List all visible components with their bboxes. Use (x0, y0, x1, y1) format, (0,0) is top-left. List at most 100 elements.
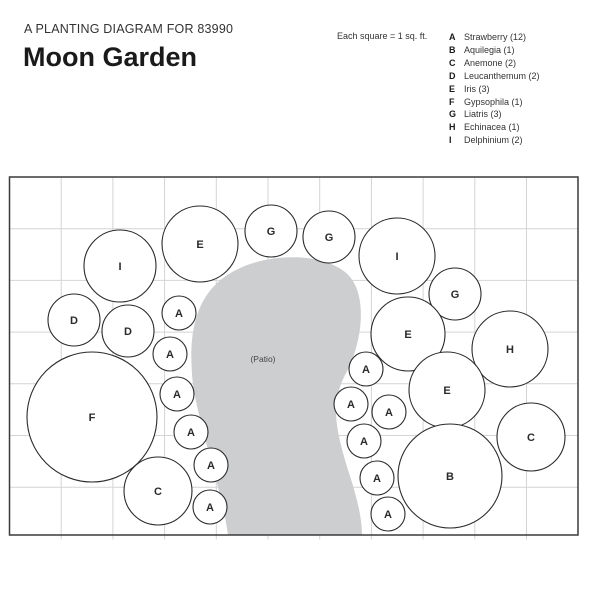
plant-circle (348, 351, 384, 387)
plant-a: A (152, 336, 188, 372)
plant-circle (244, 204, 298, 258)
plant-circle (397, 423, 503, 529)
plant-label: C (154, 486, 162, 498)
plant-circle (83, 229, 157, 303)
plant-label: F (89, 412, 96, 424)
plant-circle (471, 310, 549, 388)
plant-label: A (166, 349, 174, 361)
plant-label: C (527, 432, 535, 444)
legend-key: F (449, 96, 455, 107)
plant-circle (346, 423, 382, 459)
plant-label: A (207, 460, 215, 472)
plant-label: G (451, 289, 460, 301)
plant-circle (161, 205, 239, 283)
plant-a: A (173, 414, 209, 450)
plant-circle (192, 489, 228, 525)
plant-label: D (124, 326, 132, 338)
plant-e: E (161, 205, 239, 283)
plant-label: A (385, 407, 393, 419)
plant-i: I (83, 229, 157, 303)
legend-key: I (449, 135, 452, 146)
legend-item: C Anemone (2) (449, 57, 540, 70)
plant-i: I (358, 217, 436, 295)
plant-circle (370, 296, 446, 372)
plant-a: A (193, 447, 229, 483)
plant-label: A (206, 502, 214, 514)
plant-label: A (173, 389, 181, 401)
legend-item: G Liatris (3) (449, 108, 540, 121)
legend-label: Aquilegia (1) (464, 44, 515, 55)
plant-a: A (359, 460, 395, 496)
plant-label: A (373, 473, 381, 485)
legend-key: E (449, 83, 456, 94)
legend-label: Iris (3) (464, 83, 490, 94)
plant-circle (358, 217, 436, 295)
legend-label: Leucanthemum (2) (464, 70, 540, 81)
plant-a: A (370, 496, 406, 532)
plant-g: G (244, 204, 298, 258)
plant-circle (161, 295, 197, 331)
legend-item: E Iris (3) (449, 83, 540, 96)
diagram-subtitle: A PLANTING DIAGRAM FOR 83990 (24, 22, 234, 36)
patio-area (191, 257, 362, 535)
plant-circle (333, 386, 369, 422)
plant-label: A (347, 399, 355, 411)
plant-e: E (408, 351, 486, 429)
legend-item: A Strawberry (12) (449, 31, 540, 44)
legend-key: D (449, 70, 456, 81)
plant-label: B (446, 471, 454, 483)
plant-a: A (161, 295, 197, 331)
plant-circle (428, 267, 482, 321)
plant-a: A (192, 489, 228, 525)
legend-item: D Leucanthemum (2) (449, 70, 540, 83)
legend-item: F Gypsophila (1) (449, 96, 540, 109)
plant-d: D (47, 293, 101, 347)
plant-label: A (362, 364, 370, 376)
plant-a: A (346, 423, 382, 459)
plant-circle (101, 304, 155, 358)
plant-circle (123, 456, 193, 526)
plant-circle (302, 210, 356, 264)
plant-label: A (384, 509, 392, 521)
plant-a: A (348, 351, 384, 387)
plant-label: D (70, 315, 78, 327)
patio-label: (Patio) (250, 354, 275, 364)
page-title: Moon Garden (23, 42, 197, 72)
plant-circle (370, 496, 406, 532)
plant-circle (359, 460, 395, 496)
scale-note: Each square = 1 sq. ft. (337, 31, 428, 41)
legend-label: Delphinium (2) (464, 135, 523, 146)
garden-frame (8, 176, 579, 536)
plant-label: I (118, 261, 121, 273)
legend-label: Gypsophila (1) (464, 96, 523, 107)
plant-circle (152, 336, 188, 372)
plant-legend: A Strawberry (12) B Aquilegia (1) C Anemone (… (449, 31, 540, 147)
plant-c: C (496, 402, 566, 472)
plant-label: I (395, 251, 398, 263)
plant-f: F (26, 351, 158, 483)
plant-g: G (428, 267, 482, 321)
legend-key: B (449, 44, 456, 55)
plant-circle (47, 293, 101, 347)
legend-label: Liatris (3) (464, 109, 502, 120)
plant-label: A (187, 427, 195, 439)
plant-label: A (360, 436, 368, 448)
plant-label: E (196, 239, 203, 251)
plant-circle (173, 414, 209, 450)
plant-circle (26, 351, 158, 483)
plant-circle (371, 394, 407, 430)
legend-key: C (449, 57, 456, 68)
plant-d: D (101, 304, 155, 358)
legend-label: Strawberry (12) (464, 32, 527, 42)
legend-key: G (449, 109, 457, 120)
plant-label: H (506, 344, 514, 356)
legend-label: Anemone (2) (464, 57, 517, 68)
plant-label: G (267, 226, 276, 238)
legend-label: Echinacea (1) (464, 122, 520, 133)
legend-item: I Delphinium (2) (449, 134, 540, 147)
plant-label: E (443, 385, 450, 397)
legend-key: A (449, 32, 456, 42)
